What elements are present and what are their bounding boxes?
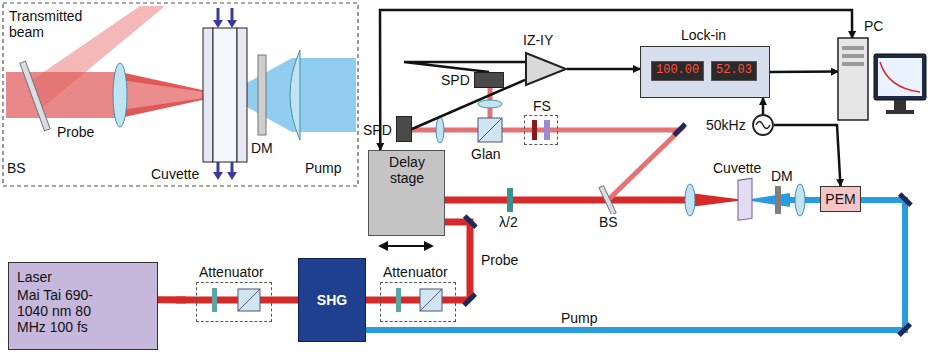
photodetector: SPD bbox=[474, 72, 504, 88]
node-text: 100.00 bbox=[651, 61, 704, 81]
node-text: Delay stage bbox=[375, 154, 439, 186]
node-text: 52.03 bbox=[711, 61, 757, 81]
signal-wire bbox=[770, 70, 838, 73]
node-text: Lock-in bbox=[681, 27, 726, 43]
circ-shape bbox=[752, 114, 774, 136]
text-frame: PEM bbox=[821, 187, 860, 211]
signal-wire bbox=[762, 98, 765, 114]
part-label: DM bbox=[770, 168, 794, 184]
screen-curve bbox=[880, 62, 920, 92]
amplifier-triangle bbox=[526, 53, 566, 85]
node-text: SPD bbox=[441, 72, 470, 88]
part-label: Transmitted beam bbox=[8, 8, 90, 40]
node-text: Attenuator bbox=[199, 264, 264, 280]
part-label: Cuvette bbox=[712, 160, 762, 176]
part-label: DM bbox=[250, 140, 274, 156]
node-text: SHG bbox=[317, 292, 347, 308]
node-text: PC bbox=[864, 18, 883, 34]
attenuator: Attenuator bbox=[196, 282, 272, 322]
node-text: IZ-IY bbox=[523, 32, 553, 48]
text-frame: SHG bbox=[299, 259, 365, 341]
filter-set: FS bbox=[524, 115, 558, 145]
part-label: Pump bbox=[304, 160, 343, 176]
part-label: Glan bbox=[470, 146, 502, 162]
part-label: BS bbox=[598, 214, 619, 230]
monitor bbox=[874, 54, 926, 100]
node-text: SPD bbox=[363, 122, 392, 138]
computer: PC bbox=[838, 38, 926, 120]
node-text: 50kHz bbox=[706, 117, 746, 133]
screen bbox=[878, 58, 922, 96]
drive-bay bbox=[842, 62, 864, 66]
pc-tower bbox=[838, 38, 868, 120]
drive-bay bbox=[842, 54, 864, 58]
signal-wire bbox=[380, 10, 852, 150]
node-text: Laser bbox=[17, 269, 52, 285]
drive-bay bbox=[842, 46, 864, 50]
delay-stage: Delay stage bbox=[368, 150, 445, 236]
node-text: Mai Tai 690-1040 nm 80 MHz 100 fs bbox=[17, 287, 117, 335]
part-label: λ/2 bbox=[498, 214, 519, 230]
laser-beam bbox=[366, 297, 380, 304]
node-text: FS bbox=[533, 98, 551, 114]
part-label: Probe bbox=[480, 252, 519, 268]
sine-wave bbox=[756, 122, 770, 129]
node-text: Attenuator bbox=[383, 264, 448, 280]
attenuator: Attenuator bbox=[380, 282, 456, 322]
tri-shape bbox=[525, 52, 567, 86]
lock-in-amplifier: Lock-in100.0052.03 bbox=[640, 46, 770, 98]
node-text: PEM bbox=[825, 191, 855, 207]
oscillator-circle bbox=[753, 115, 773, 135]
part-label: Probe bbox=[56, 124, 95, 140]
shg-box: SHG bbox=[298, 258, 366, 342]
monitor-stand bbox=[894, 100, 906, 110]
pc-shape bbox=[838, 38, 926, 120]
monitor-base bbox=[886, 110, 914, 114]
part-label: BS bbox=[6, 160, 27, 176]
photodetector: SPD bbox=[396, 116, 412, 142]
laser-beam bbox=[158, 296, 196, 303]
signal-wire bbox=[567, 68, 640, 71]
signal-wire bbox=[404, 62, 525, 72]
differential-amplifier: IZ-IY bbox=[525, 52, 567, 86]
pem-box: PEM bbox=[820, 186, 861, 212]
laser-box: LaserMai Tai 690-1040 nm 80 MHz 100 fs bbox=[8, 262, 158, 350]
laser-beam bbox=[272, 297, 298, 304]
part-label: Cuvette bbox=[150, 166, 200, 182]
part-label: Pump bbox=[560, 310, 599, 326]
oscillator: 50kHz bbox=[752, 114, 774, 136]
